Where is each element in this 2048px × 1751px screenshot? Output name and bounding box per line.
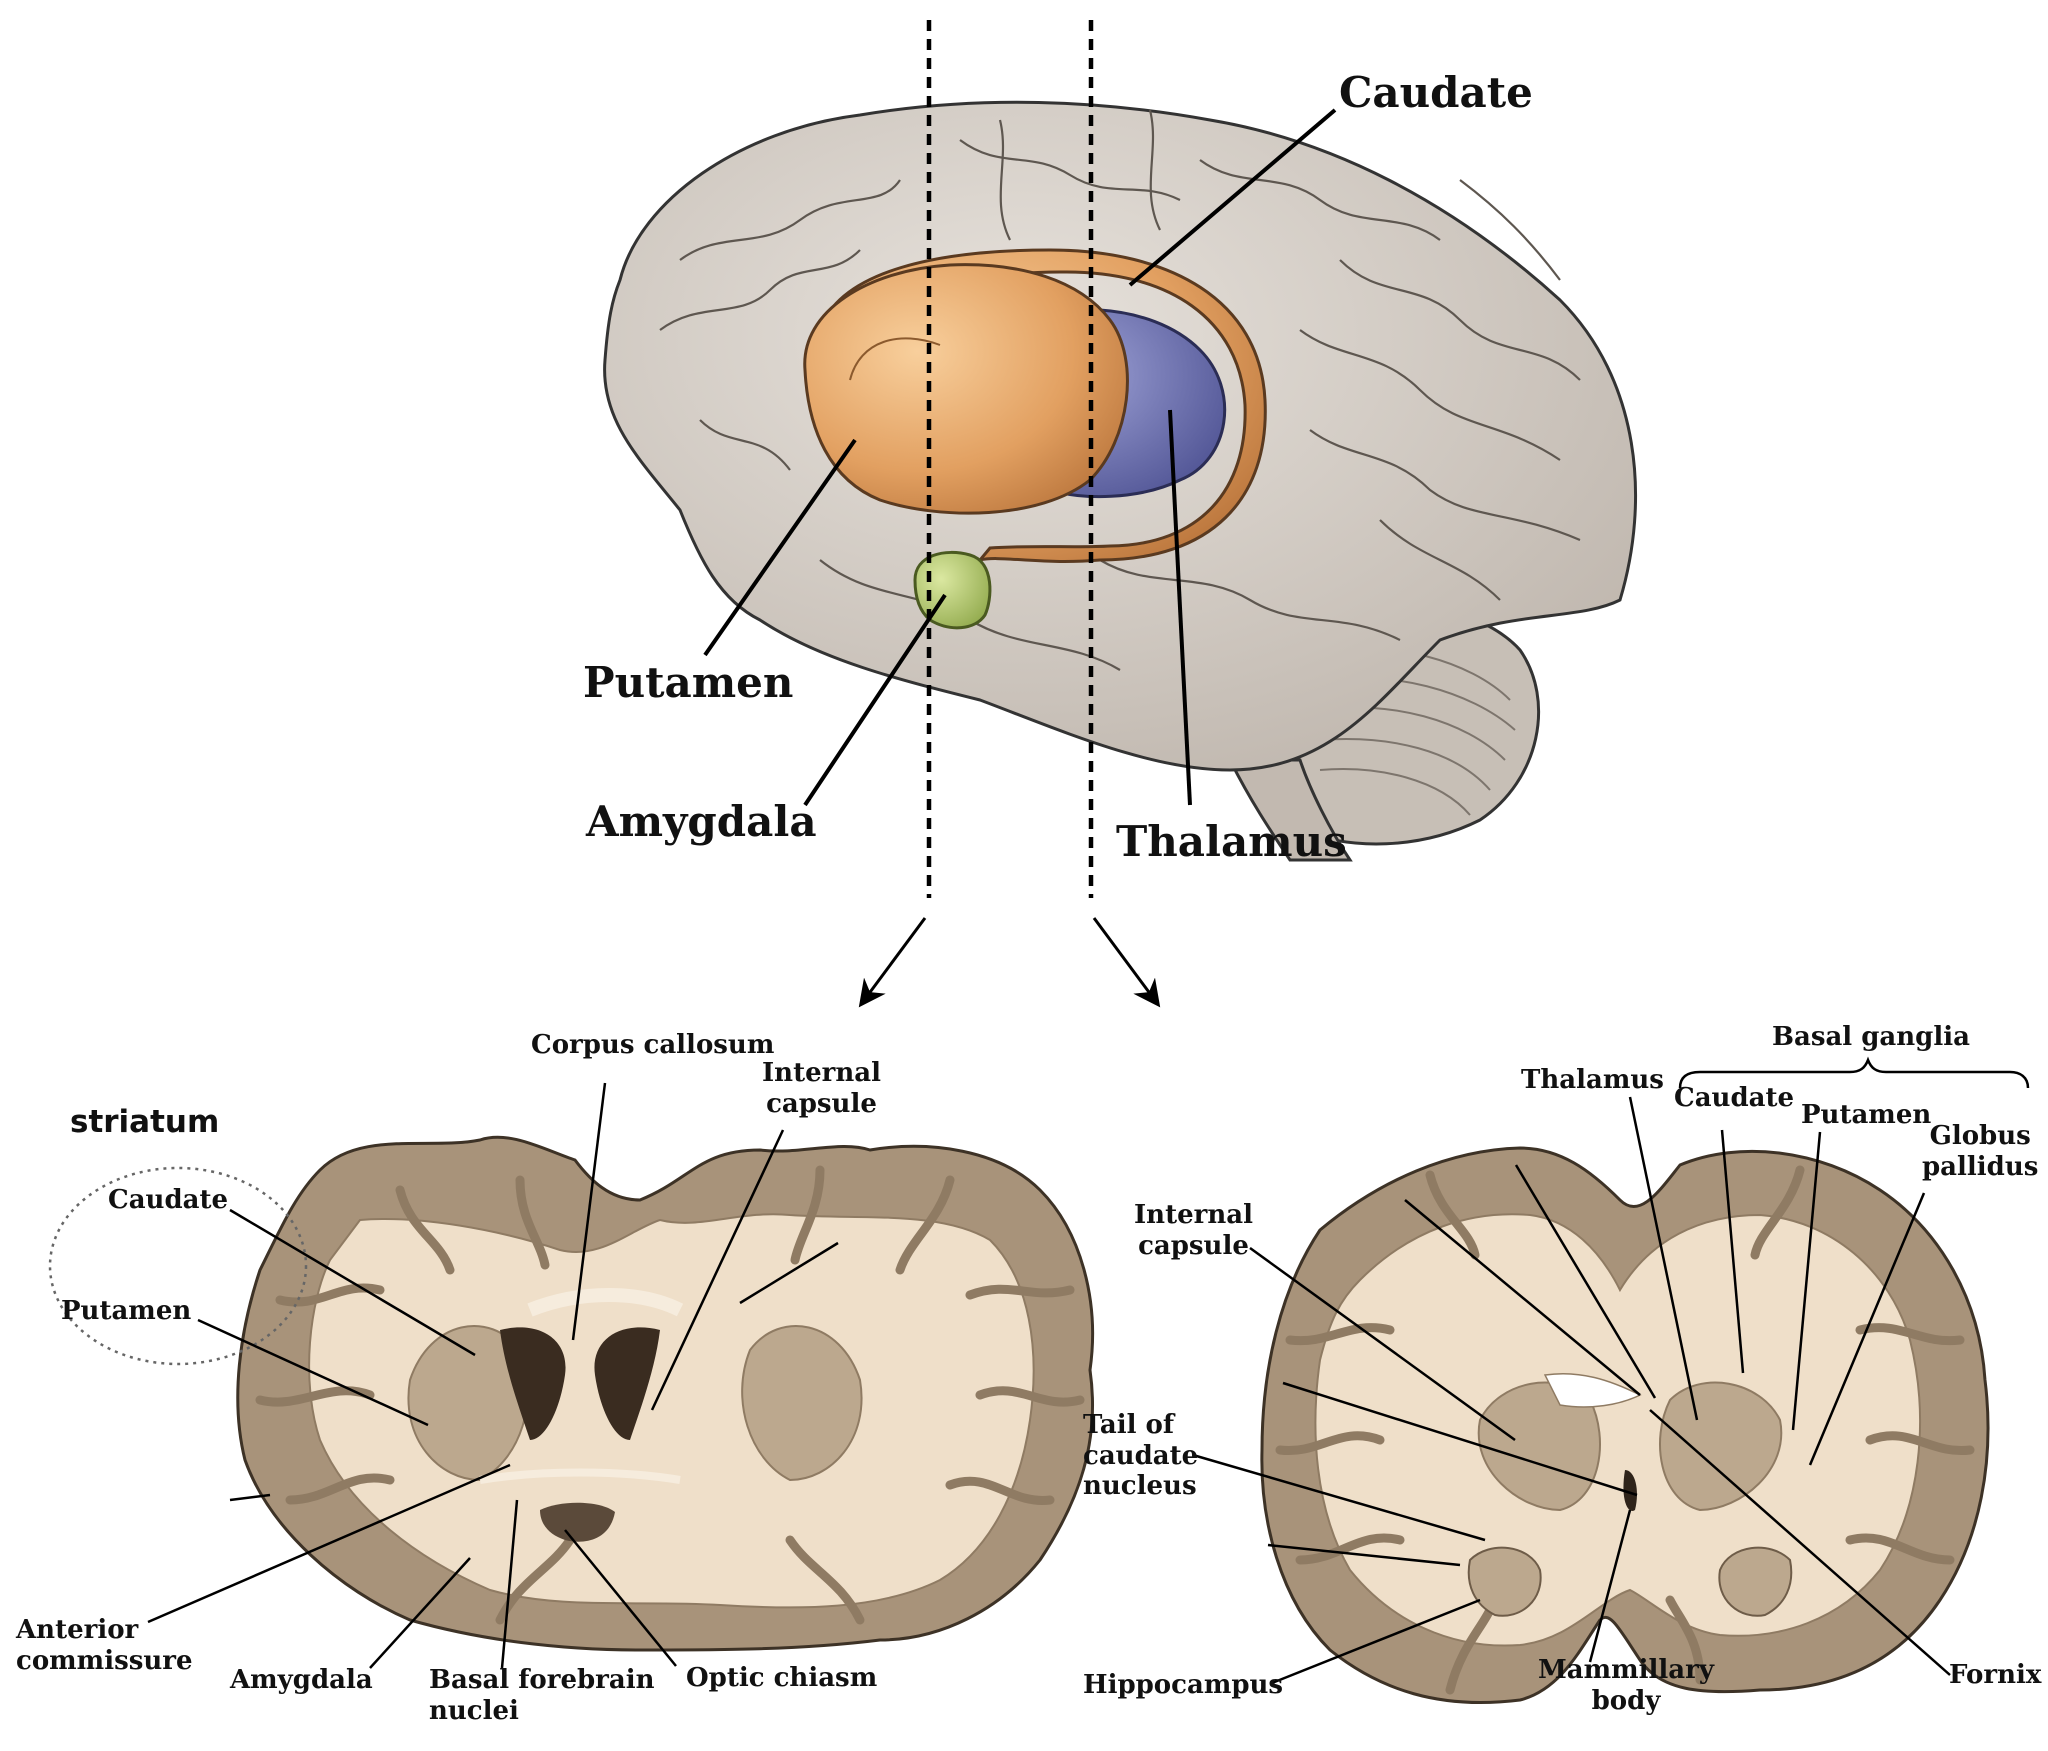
amygdala-shape (913, 551, 992, 630)
basal-ganglia-bracket (1678, 1056, 2030, 1089)
corpus-callosum-band (527, 1288, 684, 1317)
label-left-corpus-callosum: Corpus callosum (531, 1030, 775, 1060)
label-top-thalamus: Thalamus (1116, 817, 1347, 866)
hippocampus-right-shape (1718, 1546, 1793, 1617)
right-lateral-ventricle (594, 1327, 660, 1440)
label-right-tail-of-caudate: Tail of caudate nucleus (1083, 1410, 1199, 1502)
label-right-internal-capsule: Internal capsule (1134, 1200, 1253, 1261)
label-left-anterior-commissure: Anterior commissure (16, 1615, 193, 1676)
putamen-shape (803, 263, 1129, 515)
label-left-putamen: Putamen (61, 1296, 192, 1326)
third-ventricle (1623, 1470, 1637, 1511)
left-white-matter (308, 1213, 1035, 1609)
optic-chiasm-shape (540, 1502, 615, 1542)
label-left-internal-capsule: Internal capsule (762, 1058, 881, 1119)
arrow-to-right-section (1092, 917, 1161, 1008)
arrow-to-left-section (858, 917, 927, 1008)
hippocampus-left-shape (1467, 1546, 1542, 1617)
left-striatum-right (741, 1325, 863, 1482)
right-leader-lines (1192, 1096, 1951, 1685)
label-right-thalamus: Thalamus (1521, 1065, 1664, 1095)
top-leader-lines (703, 108, 1337, 807)
label-basal-ganglia: Basal ganglia (1772, 1022, 1970, 1052)
label-right-hippocampus: Hippocampus (1083, 1670, 1284, 1700)
left-lateral-ventricle (500, 1327, 566, 1440)
right-gyral-folds (1275, 1165, 1975, 1695)
label-right-fornix: Fornix (1949, 1660, 2042, 1690)
right-thalamus-right (1659, 1381, 1783, 1512)
label-top-amygdala: Amygdala (586, 797, 817, 846)
label-right-globus-pallidus: Globus pallidus (1922, 1121, 2039, 1182)
label-left-optic-chiasm: Optic chiasm (686, 1663, 878, 1693)
brainstem (1227, 758, 1353, 862)
label-top-putamen: Putamen (583, 658, 794, 707)
label-top-caudate: Caudate (1339, 68, 1533, 117)
left-gyral-folds (255, 1165, 1085, 1625)
label-right-mammillary-body: Mammillary body (1538, 1655, 1714, 1716)
label-left-basal-forebrain-nuclei: Basal forebrain nuclei (429, 1665, 655, 1726)
label-striatum: striatum (70, 1104, 220, 1140)
left-leader-lines (147, 1082, 839, 1669)
right-thalamus-left (1477, 1381, 1601, 1512)
lateral-brain-view (603, 100, 1638, 862)
right-coronal-section (1260, 1146, 1990, 1704)
label-right-caudate: Caudate (1674, 1083, 1795, 1113)
anterior-commissure-band (479, 1468, 681, 1484)
caudate-shape (818, 248, 1267, 563)
label-left-amygdala: Amygdala (230, 1665, 373, 1695)
cortical-sulci (659, 109, 1581, 671)
left-coronal-section (236, 1135, 1094, 1652)
striatum-group-outline (48, 1166, 308, 1366)
right-white-matter (1314, 1213, 1921, 1647)
label-right-putamen: Putamen (1801, 1100, 1932, 1130)
label-left-caudate: Caudate (108, 1185, 229, 1215)
